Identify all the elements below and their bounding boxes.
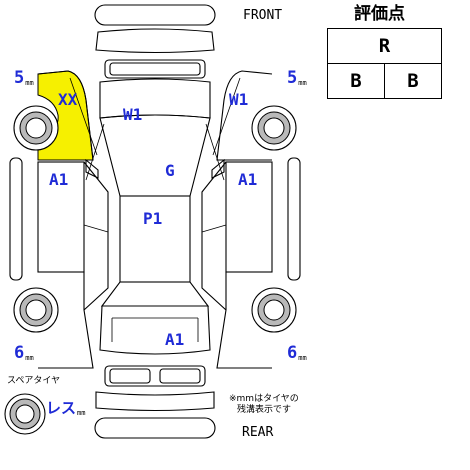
fender-front-left-inner — [69, 77, 98, 156]
spare-tire-value: レス — [46, 399, 77, 417]
tread-unit: mm — [25, 79, 34, 87]
wheel-front-left — [13, 105, 59, 151]
wheel-front-right — [251, 105, 297, 151]
door-left-window — [83, 161, 109, 311]
rear-window — [100, 281, 210, 307]
mark-windshield-left: W1 — [123, 105, 143, 124]
rocker-left — [9, 157, 23, 281]
trunk-lid — [99, 305, 211, 355]
mark-left-door: A1 — [49, 170, 69, 189]
tread-front-right-value: 5 — [287, 68, 298, 88]
front-grille — [95, 28, 215, 54]
spare-tire-status: レスmm — [46, 401, 85, 417]
fender-rear-left — [38, 271, 94, 369]
tread-note-line1: ※mmはタイヤの — [229, 394, 299, 404]
door-left-split — [83, 224, 109, 233]
wheel-rear-right — [251, 287, 297, 333]
rear-plate-inner — [109, 368, 151, 384]
mark-rear-lower: A1 — [165, 330, 185, 349]
tread-rear-left-value: 6 — [14, 343, 25, 363]
fender-front-right — [216, 70, 273, 161]
tread-note-line2: 残溝表示です — [237, 405, 292, 415]
tread-front-left: 5mm — [14, 70, 34, 87]
mirror-left — [85, 158, 99, 179]
front-plate-inner — [109, 62, 201, 76]
door-right-window — [201, 161, 227, 311]
wheel-rear-left — [13, 287, 59, 333]
front-label: FRONT — [243, 8, 283, 23]
windshield-inner — [85, 123, 225, 181]
tread-front-left-value: 5 — [14, 68, 25, 88]
fender-rear-right — [216, 271, 272, 369]
door-right-split — [201, 224, 227, 233]
overall-grade: R — [327, 28, 442, 64]
exterior-grade: B — [327, 63, 385, 99]
windshield — [99, 114, 211, 197]
rear-plate-inner-2 — [159, 368, 201, 384]
fender-front-right-inner — [212, 77, 241, 156]
spare-tire-label: スペアタイヤ — [7, 376, 61, 386]
mark-roof: P1 — [143, 209, 163, 228]
tread-unit: mm — [25, 354, 34, 362]
evaluation-title: 評価点 — [354, 4, 405, 24]
tread-unit: mm — [298, 354, 307, 362]
mark-windshield-right: W1 — [229, 90, 249, 109]
interior-grade: B — [384, 63, 442, 99]
mark-hood-center: G — [165, 161, 175, 180]
tread-unit: mm — [298, 79, 307, 87]
tread-rear-right: 6mm — [287, 345, 307, 362]
rear-label: REAR — [242, 425, 274, 440]
hood — [99, 78, 211, 119]
mark-front-left-fender: XX — [58, 90, 78, 109]
front-bumper — [94, 4, 216, 26]
evaluation-grade-table: R B B — [327, 28, 442, 99]
rear-skirt — [94, 417, 216, 439]
tread-front-right: 5mm — [287, 70, 307, 87]
tread-rear-right-value: 6 — [287, 343, 298, 363]
mark-right-door: A1 — [238, 170, 258, 189]
wheel-spare — [4, 393, 46, 435]
tread-unit: mm — [77, 409, 86, 417]
trunk-lines — [111, 317, 199, 342]
mirror-right — [211, 158, 225, 179]
fender-front-left — [37, 70, 94, 161]
rear-bumper — [95, 391, 215, 412]
tread-rear-left: 6mm — [14, 345, 34, 362]
rocker-right — [287, 157, 301, 281]
